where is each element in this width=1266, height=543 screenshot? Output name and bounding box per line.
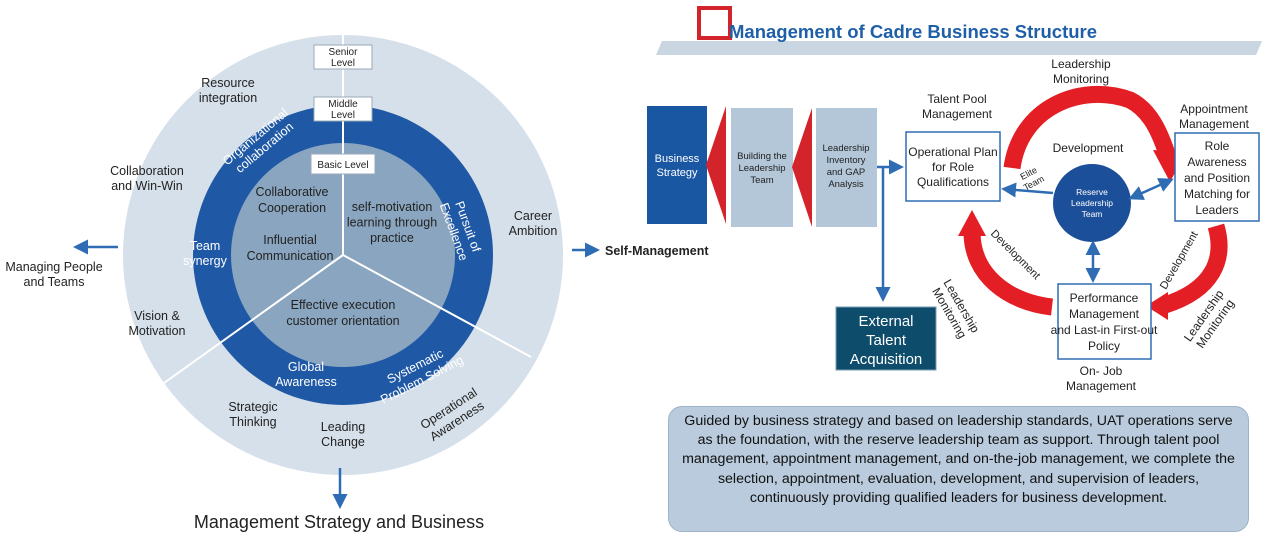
title-red-square-icon	[697, 6, 732, 40]
divider-left	[163, 254, 344, 384]
elite-team-label: EliteTeam	[1017, 164, 1046, 193]
chain-chevron-2	[792, 108, 812, 227]
chain-chevron-1	[706, 106, 726, 224]
basic-level-label: Basic Level	[317, 160, 368, 171]
cycle-arrow-top	[1003, 85, 1177, 170]
leadership-monitoring-left-label: LeadershipMonitoring	[928, 277, 982, 343]
basic-level-box	[310, 153, 376, 175]
middle-level-box	[313, 96, 373, 122]
development-top-label: Development	[1053, 141, 1124, 155]
reserve-to-plan-arrow	[1001, 182, 1054, 198]
cycle-arrow-left	[963, 231, 1054, 316]
divider-right	[342, 254, 532, 358]
operational-plan-box	[905, 131, 1001, 202]
title-underline-bar	[656, 41, 1262, 55]
vision-label: Vision &Motivation	[129, 309, 186, 338]
external-talent-box	[835, 306, 937, 371]
building-team-box	[731, 108, 793, 227]
cycle-arrowhead-left	[958, 210, 986, 236]
leadership-inventory-box	[816, 108, 877, 227]
performance-box	[1057, 283, 1152, 360]
role-awareness-box	[1174, 132, 1260, 222]
reserve-to-role-arrow	[1128, 178, 1174, 200]
management-strategy-label: Management Strategy and Business	[194, 512, 484, 532]
self-management-label: Self-Management	[605, 244, 709, 258]
senior-level-box	[313, 44, 373, 70]
reserve-leadership-circle	[1053, 164, 1131, 242]
cycle-arrowhead-right	[1146, 292, 1168, 320]
summary-box: Guided by business strategy and based on…	[668, 406, 1249, 532]
structure-title: Management of Cadre Business Structure	[729, 21, 1097, 42]
business-strategy-box	[647, 106, 707, 224]
cycle-arrow-right	[1162, 223, 1228, 314]
